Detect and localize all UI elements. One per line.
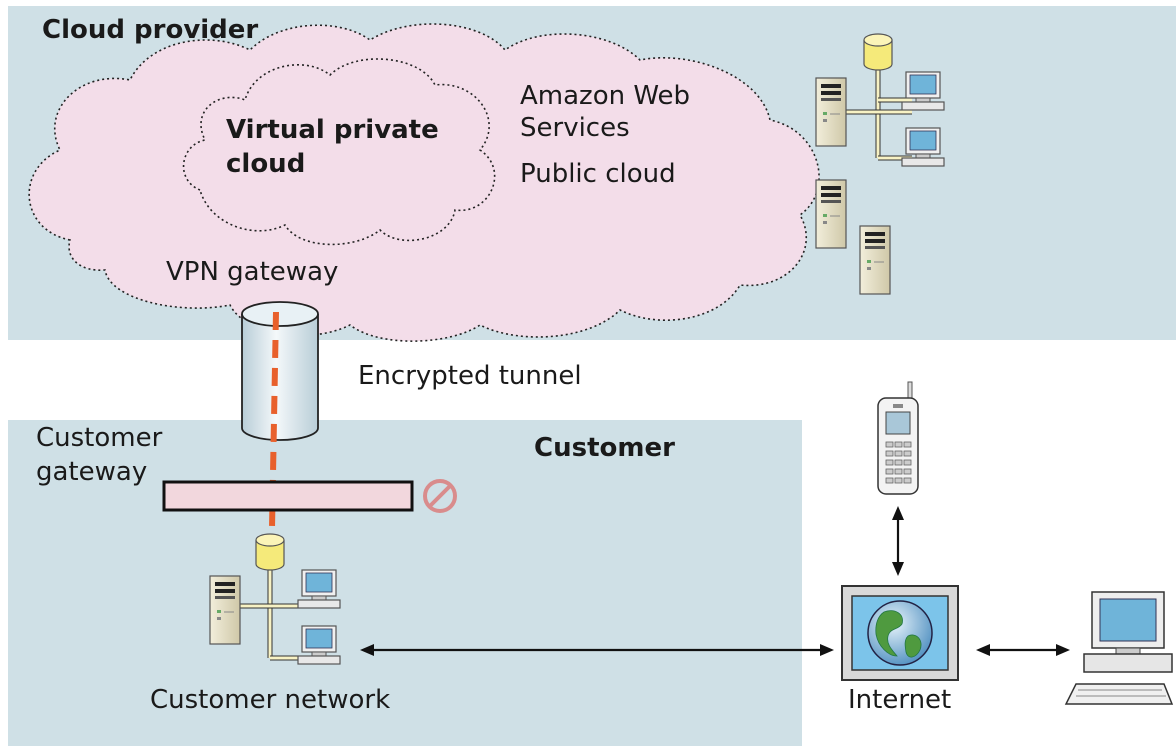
customer-network-label: Customer network <box>150 685 391 715</box>
encrypted-tunnel-label: Encrypted tunnel <box>358 361 582 391</box>
internet-desktop-arrow <box>976 644 1070 656</box>
customer-gateway-bar <box>162 480 414 512</box>
cloud-servers-icon <box>815 33 945 295</box>
network-internet-arrow <box>360 644 834 656</box>
phone-internet-arrow <box>892 506 904 576</box>
blocked-icon <box>423 479 457 513</box>
mobile-phone-icon <box>877 381 919 495</box>
customer-servers-icon <box>209 533 341 665</box>
customer-region <box>8 420 802 746</box>
customer-gateway-label-line1: Customer <box>36 423 163 453</box>
vpc-label-line2: cloud <box>226 149 306 179</box>
vpn-gateway-label: VPN gateway <box>166 257 339 287</box>
encrypted-tunnel-cylinder <box>241 301 319 441</box>
public-cloud-label: Public cloud <box>520 159 676 189</box>
customer-gateway-label-line2: gateway <box>36 457 148 487</box>
internet-label: Internet <box>848 685 952 715</box>
desktop-computer-icon <box>1064 591 1174 705</box>
customer-region-label: Customer <box>534 433 675 463</box>
cloud-provider-label: Cloud provider <box>42 15 259 45</box>
vpc-label-line1: Virtual private <box>226 115 439 145</box>
internet-globe-icon <box>841 585 959 681</box>
aws-label-line1: Amazon Web <box>520 81 691 111</box>
virtual-private-cloud-shape <box>182 58 496 246</box>
aws-label-line2: Services <box>520 113 630 143</box>
